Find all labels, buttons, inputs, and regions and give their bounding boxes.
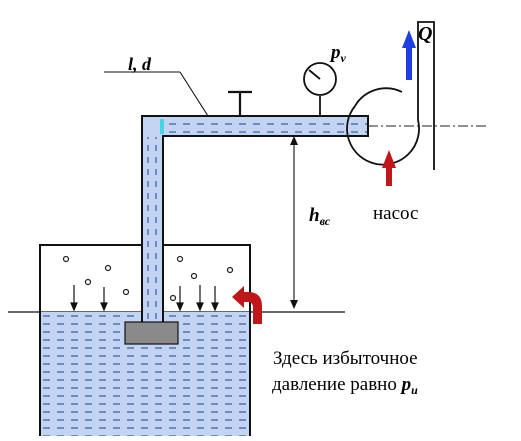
suction-height-label: hвс	[309, 205, 331, 228]
cyan-section-mark	[160, 119, 164, 134]
pipe-length-diameter-label: l, d	[128, 54, 152, 74]
vacuum-pressure-label: pv	[329, 42, 347, 65]
suction-pipe-horizontal-dashes	[164, 117, 367, 135]
air-bubbles	[62, 255, 234, 302]
vacuum-gauge-icon	[303, 62, 337, 116]
flow-arrow-icon	[402, 30, 416, 80]
flow-rate-label: Q	[418, 23, 432, 45]
inlet-filter-block	[124, 321, 179, 345]
surface-pressure-arrows	[70, 285, 219, 312]
note-line-1: Здесь избыточное	[273, 348, 418, 369]
surface-pressure-red-arrow-icon	[232, 286, 262, 324]
pump-inlet-arrow-icon	[382, 150, 396, 186]
suction-pipe-vertical-dashes	[143, 135, 162, 323]
pump-label: насос	[373, 203, 418, 224]
note-line-2: давление равно pи	[272, 374, 418, 397]
valve-icon	[228, 90, 252, 116]
pump-casing	[346, 21, 435, 170]
